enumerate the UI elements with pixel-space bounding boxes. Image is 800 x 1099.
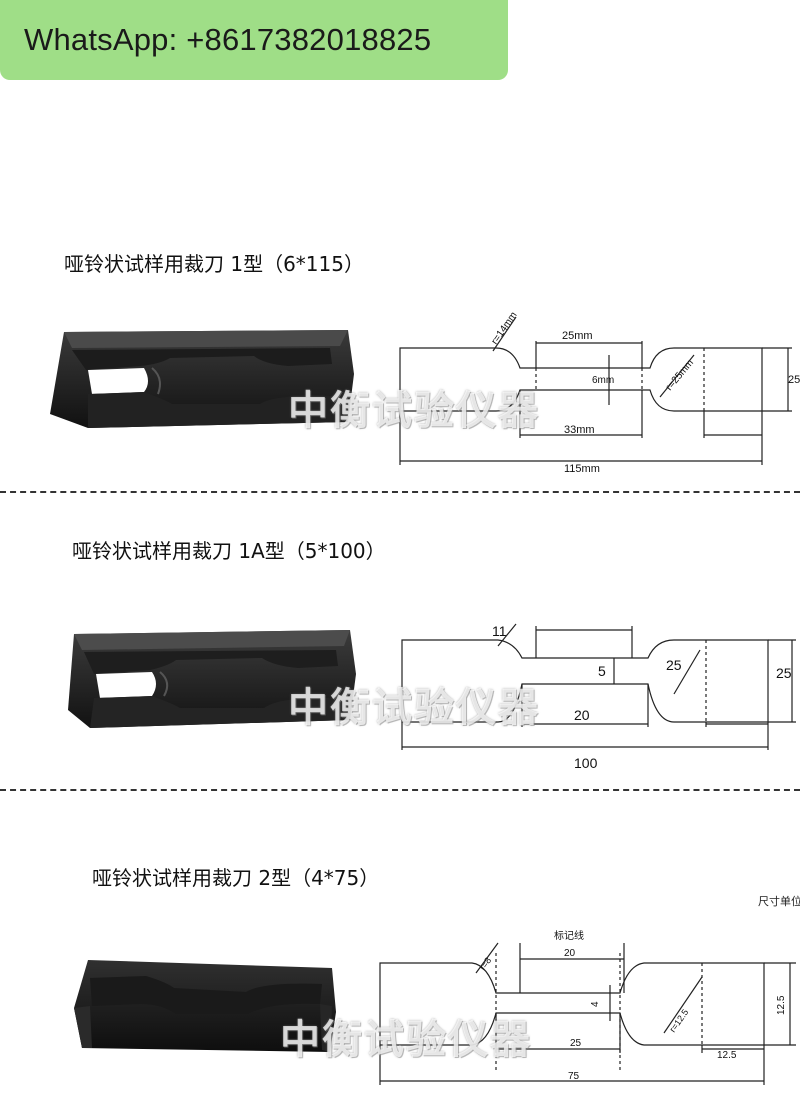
dim-bottom-length: 25 bbox=[570, 1038, 582, 1049]
section-divider bbox=[0, 789, 800, 791]
dim-narrow-width: 4 bbox=[590, 1001, 601, 1007]
dim-radius-1: 11 bbox=[492, 623, 507, 639]
dim-radius-1: r=8 bbox=[477, 956, 493, 973]
dim-gauge-mark-label: 标记线 bbox=[554, 929, 584, 942]
dim-radius-2: r=12.5 bbox=[667, 1007, 690, 1034]
dim-narrow-width: 6mm bbox=[592, 375, 614, 386]
cutter-blade-image-type-1a bbox=[68, 630, 356, 728]
dim-total-length: 115mm bbox=[564, 463, 600, 475]
dim-total-length: 100 bbox=[574, 755, 598, 771]
dim-top-length: 25mm bbox=[562, 330, 593, 342]
dim-bottom-length: 33mm bbox=[564, 424, 595, 436]
dim-radius-2: r=25mm bbox=[664, 358, 696, 393]
watermark-text: 中衡试验仪器 bbox=[288, 685, 540, 731]
section-divider bbox=[0, 491, 800, 493]
cutter-blade-image-type-1 bbox=[50, 330, 354, 428]
dim-top-length: 20 bbox=[564, 948, 576, 959]
dim-radius-2: 25 bbox=[666, 657, 682, 673]
dimension-drawing-type-1a: 11 5 25 25 20 100 bbox=[401, 623, 796, 771]
section-title-type-1a: 哑铃状试样用裁刀 1A型（5*100） bbox=[72, 539, 386, 563]
dimension-drawing-type-1: 25mm 6mm 33mm 115mm 25mm r=14mm r=25mm bbox=[399, 310, 800, 475]
dim-radius-1: r=14mm bbox=[489, 310, 519, 347]
dim-end-height: 12.5 bbox=[776, 995, 787, 1015]
dim-end-height: 25 bbox=[776, 665, 792, 681]
dimension-drawing-type-2: 标记线 20 4 25 75 12.5 12.5 r=8 r=12.5 bbox=[379, 929, 796, 1085]
unit-note: 尺寸单位 bbox=[758, 895, 800, 908]
dim-bottom-length: 20 bbox=[574, 707, 590, 723]
dim-total-length: 75 bbox=[568, 1071, 580, 1082]
watermark-text: 中衡试验仪器 bbox=[288, 388, 540, 434]
dim-end-height: 25mm bbox=[788, 374, 800, 386]
cutter-blade-image-type-2 bbox=[74, 960, 336, 1052]
dim-narrow-width: 5 bbox=[598, 663, 606, 679]
whatsapp-banner: WhatsApp: +8617382018825 bbox=[0, 0, 508, 80]
section-title-type-2: 哑铃状试样用裁刀 2型（4*75） bbox=[92, 866, 380, 890]
section-title-type-1: 哑铃状试样用裁刀 1型（6*115） bbox=[64, 252, 364, 276]
whatsapp-contact-text: WhatsApp: +8617382018825 bbox=[24, 22, 432, 57]
dim-end-length: 12.5 bbox=[717, 1050, 737, 1061]
watermark-text: 中衡试验仪器 bbox=[280, 1017, 532, 1063]
